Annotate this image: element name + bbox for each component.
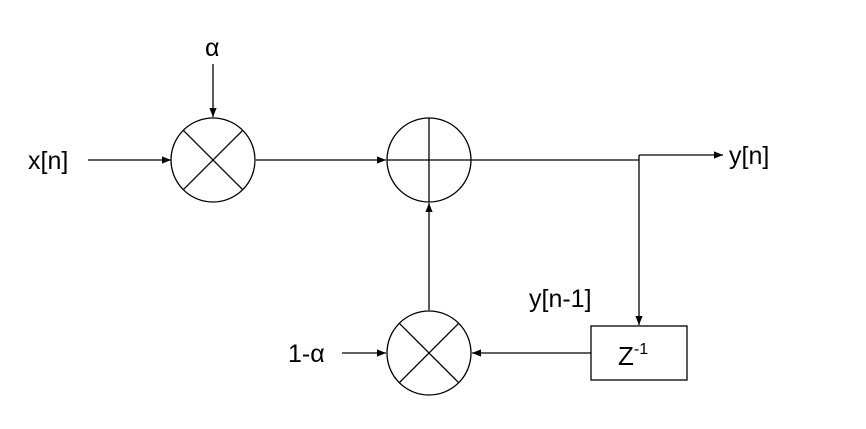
alpha-label: α [205,34,219,62]
multiplier-one-minus-alpha [386,310,472,396]
summing-junction [386,117,472,203]
one-minus-alpha-label: 1-α [288,340,325,368]
output-label: y[n] [729,142,769,170]
multiplier-alpha [170,117,256,203]
input-label: x[n] [28,147,68,175]
delay-block: Z-1 [590,325,688,381]
delay-exponent: -1 [634,341,648,358]
delayed-output-label: y[n-1] [529,285,592,313]
delay-label: Z-1 [618,341,648,371]
